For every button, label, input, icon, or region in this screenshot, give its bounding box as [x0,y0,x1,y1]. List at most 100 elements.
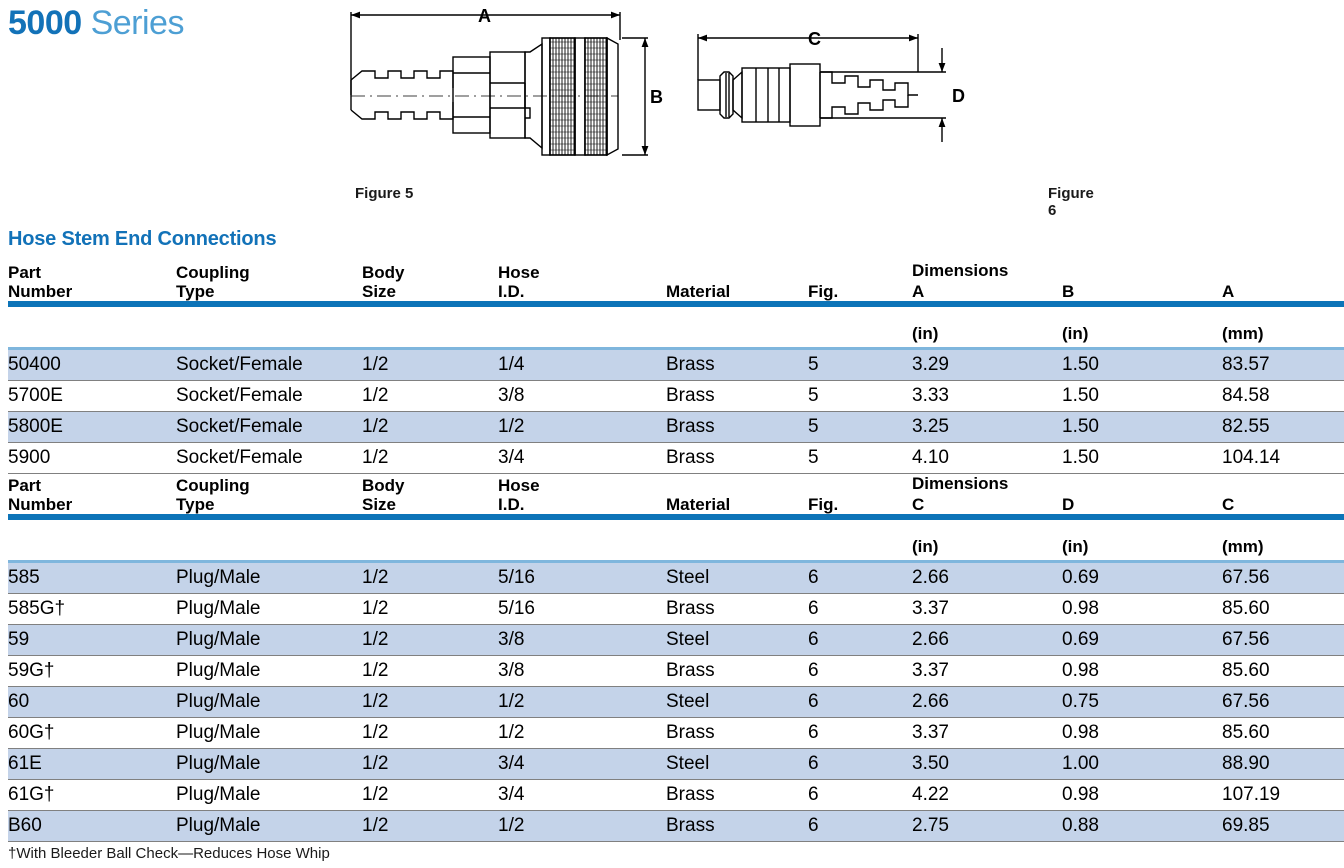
cell-coupling-type: Plug/Male [176,563,362,594]
cell-dim1: 3.33 [912,380,1062,412]
figure-6-dim-d-label: D [952,86,965,106]
cell-coupling-type: Plug/Male [176,655,362,687]
col-header-fig-label: Fig. [808,495,839,514]
cell-fig: 6 [808,779,912,811]
cell-dim3: 83.57 [1222,350,1344,381]
table-row[interactable]: 585Plug/Male1/25/16Steel62.660.6967.5617… [8,563,1344,594]
plug-male-table-wrap: Part Number Coupling Type Body Size Hose… [0,468,1344,842]
col-header-fig: Fig. [808,468,912,514]
cell-material: Steel [666,624,808,656]
figure-6-block: C D Figure 6 [680,0,1094,219]
figure-6-drawing: C D [697,29,965,142]
table-row[interactable]: 59G†Plug/Male1/23/8Brass63.370.9885.6024… [8,655,1344,687]
cell-part-number: 60 [8,686,176,718]
cell-material: Steel [666,563,808,594]
cell-dim2: 0.69 [1062,563,1222,594]
cell-dim2: 1.50 [1062,442,1222,474]
units-blank-6 [808,520,912,560]
cell-body-size: 1/2 [362,655,498,687]
table-row[interactable]: 61G†Plug/Male1/23/4Brass64.220.98107.192… [8,779,1344,811]
cell-material: Brass [666,350,808,381]
figure-5-dim-a-label: A [478,6,491,26]
cell-dim1: 3.37 [912,655,1062,687]
table-row[interactable]: 60G†Plug/Male1/21/2Brass63.370.9885.6024… [8,717,1344,749]
cell-coupling-type: Plug/Male [176,624,362,656]
table-row[interactable]: B60Plug/Male1/21/2Brass62.750.8869.8522.… [8,810,1344,842]
cell-part-number: 5900 [8,442,176,474]
cell-material: Steel [666,686,808,718]
col-header-body-line1: Body [362,476,405,495]
col-header-material: Material [666,255,808,301]
plug-male-table-head: Part Number Coupling Type Body Size Hose… [8,468,1344,563]
cell-dim2: 0.75 [1062,686,1222,718]
cell-hose-id: 3/8 [498,380,666,412]
cell-fig: 5 [808,350,912,381]
header-rule-thick [8,301,1344,307]
cell-fig: 6 [808,717,912,749]
units-blank-4 [498,307,666,347]
units-blank-1 [8,307,176,347]
col-header-coupling-line2: Type [176,282,215,301]
dimensions-group-label: Dimensions [912,261,1009,280]
cell-dim3: 67.56 [1222,624,1344,656]
col-header-dimension-2: B [1062,255,1222,301]
col-header-dim2-label: D [1062,495,1075,514]
plug-male-table: Part Number Coupling Type Body Size Hose… [8,468,1344,842]
figure-6-caption: Figure 6 [1048,185,1094,219]
col-header-dim2-label: B [1062,282,1075,301]
cell-body-size: 1/2 [362,563,498,594]
col-header-coupling-line2: Type [176,495,215,514]
units-blank-5 [666,520,808,560]
cell-coupling-type: Socket/Female [176,411,362,443]
cell-dim1: 4.22 [912,779,1062,811]
figure-5-block: A B Figure 5 [330,0,670,202]
cell-material: Steel [666,748,808,780]
cell-part-number: 5800E [8,411,176,443]
cell-hose-id: 5/16 [498,563,666,594]
col-header-part-line1: Part [8,263,42,282]
cell-part-number: 585G† [8,593,176,625]
figure-5-drawing: A B [350,6,663,157]
col-header-fig: Fig. [808,255,912,301]
cell-dim2: 0.88 [1062,810,1222,842]
table-row[interactable]: 61EPlug/Male1/23/4Steel63.501.0088.9025.… [8,748,1344,780]
units-rule-thin-bar [8,560,1344,563]
col-header-coupling-line1: Coupling [176,263,250,282]
cell-dim1: 2.66 [912,686,1062,718]
cell-fig: 5 [808,411,912,443]
units-blank-3 [362,520,498,560]
cell-material: Brass [666,810,808,842]
col-header-dimension-1: Dimensions A [912,255,1062,301]
table-row[interactable]: 60Plug/Male1/21/2Steel62.660.7567.5619.0… [8,686,1344,718]
cell-hose-id: 1/2 [498,810,666,842]
col-header-hose-id: Hose I.D. [498,255,666,301]
dimensions-group-label: Dimensions [912,474,1009,493]
col-header-material-label: Material [666,495,731,514]
col-header-dim1-label: A [912,282,925,301]
cell-dim1: 4.10 [912,442,1062,474]
col-header-part-line2: Number [8,282,73,301]
cell-fig: 6 [808,563,912,594]
cell-body-size: 1/2 [362,686,498,718]
col-header-dim3-label: C [1222,495,1235,514]
col-header-body-size: Body Size [362,468,498,514]
cell-dim1: 2.66 [912,563,1062,594]
col-header-body-line1: Body [362,263,405,282]
units-dim3: (mm) [1222,324,1264,343]
cell-dim3: 67.56 [1222,686,1344,718]
cell-dim2: 1.00 [1062,748,1222,780]
cell-dim2: 0.98 [1062,655,1222,687]
cell-dim3: 84.58 [1222,380,1344,412]
cell-part-number: 59 [8,624,176,656]
table-row[interactable]: 59Plug/Male1/23/8Steel62.660.6967.5617.5… [8,624,1344,656]
units-rule-thin [8,347,1344,350]
units-blank-3 [362,307,498,347]
cell-part-number: 61G† [8,779,176,811]
cell-body-size: 1/2 [362,442,498,474]
cell-body-size: 1/2 [362,748,498,780]
